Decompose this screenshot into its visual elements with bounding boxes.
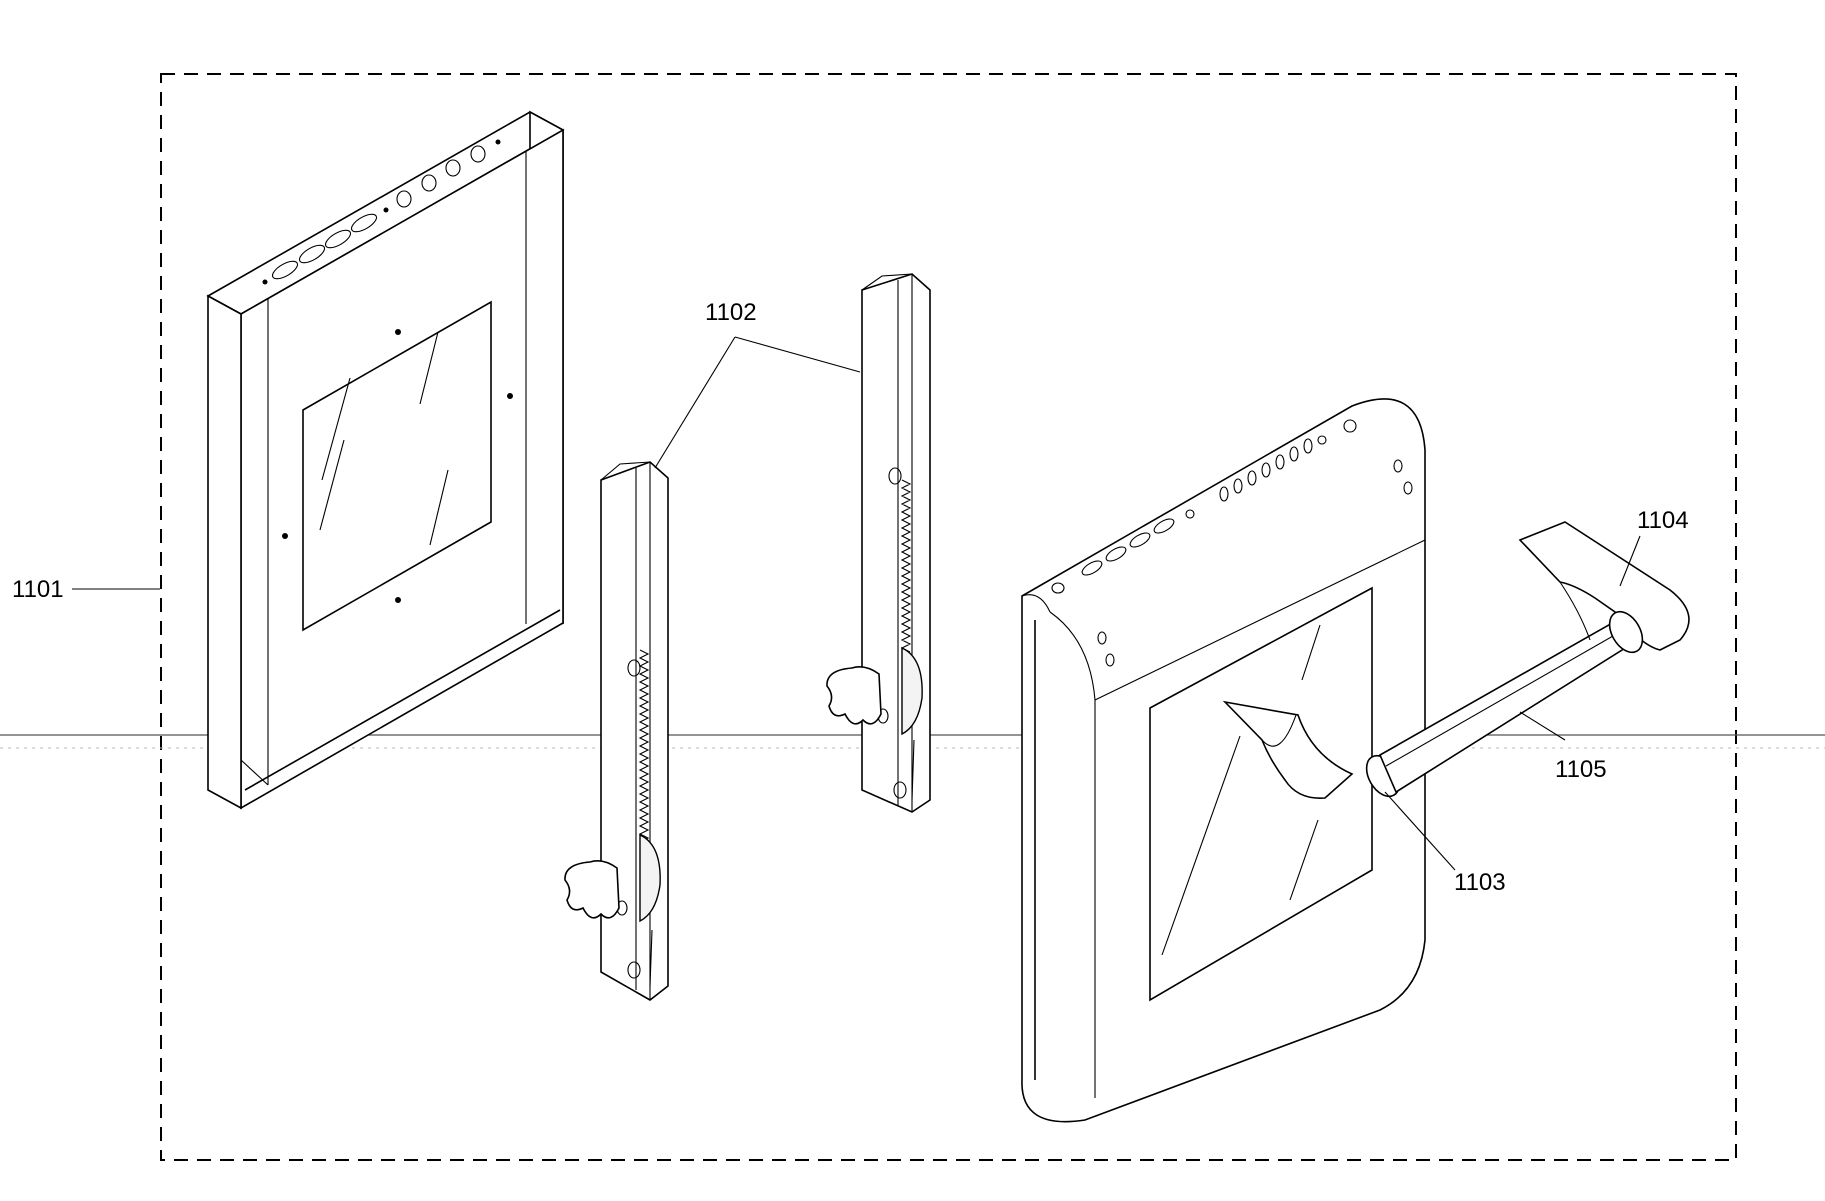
leader-lines — [72, 336, 1641, 871]
hinge-left — [564, 461, 669, 1001]
assembly-boundary — [160, 73, 1737, 1161]
label-1103: 1103 — [1454, 869, 1506, 896]
label-1102: 1102 — [705, 299, 757, 326]
label-1101: 1101 — [12, 576, 64, 603]
hinge-right — [826, 273, 931, 813]
inner-door-panel — [206, 110, 565, 810]
outer-door-panel — [1021, 398, 1690, 1123]
label-1105: 1105 — [1555, 756, 1607, 783]
label-1104: 1104 — [1637, 507, 1689, 534]
